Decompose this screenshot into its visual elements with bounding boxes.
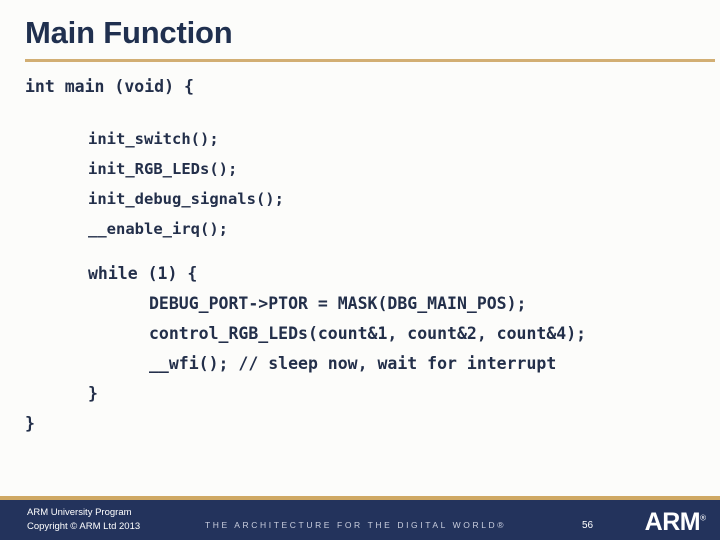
code-line: int main (void) { [25, 77, 194, 96]
code-line: init_switch(); [88, 130, 219, 148]
page-title: Main Function [25, 15, 233, 50]
code-line: __wfi(); // sleep now, wait for interrup… [149, 354, 557, 373]
code-line: } [25, 414, 35, 433]
slide-number: 56 [582, 520, 594, 531]
footer-program: ARM University Program [27, 507, 132, 518]
registered-trademark-icon: ® [700, 513, 706, 523]
arm-logo: ARM® [645, 508, 706, 537]
footer-copyright: Copyright © ARM Ltd 2013 [27, 521, 141, 532]
code-line: control_RGB_LEDs(count&1, count&2, count… [149, 324, 587, 343]
code-blank-line [0, 244, 720, 259]
footer-tagline: THE ARCHITECTURE FOR THE DIGITAL WORLD® [205, 520, 507, 530]
code-line: DEBUG_PORT->PTOR = MASK(DBG_MAIN_POS); [149, 294, 527, 313]
code-line: } [88, 384, 98, 403]
code-blank-line [0, 102, 720, 124]
code-line: __enable_irq(); [88, 220, 228, 238]
footer-divider [0, 496, 720, 500]
code-listing: int main (void) { init_switch(); init_RG… [0, 72, 720, 439]
footer-credit: ARM University Program Copyright © ARM L… [27, 506, 140, 534]
code-line: init_RGB_LEDs(); [88, 160, 238, 178]
code-line: init_debug_signals(); [88, 190, 284, 208]
code-line: while (1) { [88, 264, 198, 283]
title-divider [25, 59, 715, 62]
arm-logo-text: ARM [644, 508, 701, 536]
footer-bar: ARM University Program Copyright © ARM L… [0, 500, 720, 540]
title-block: Main Function [25, 14, 695, 52]
